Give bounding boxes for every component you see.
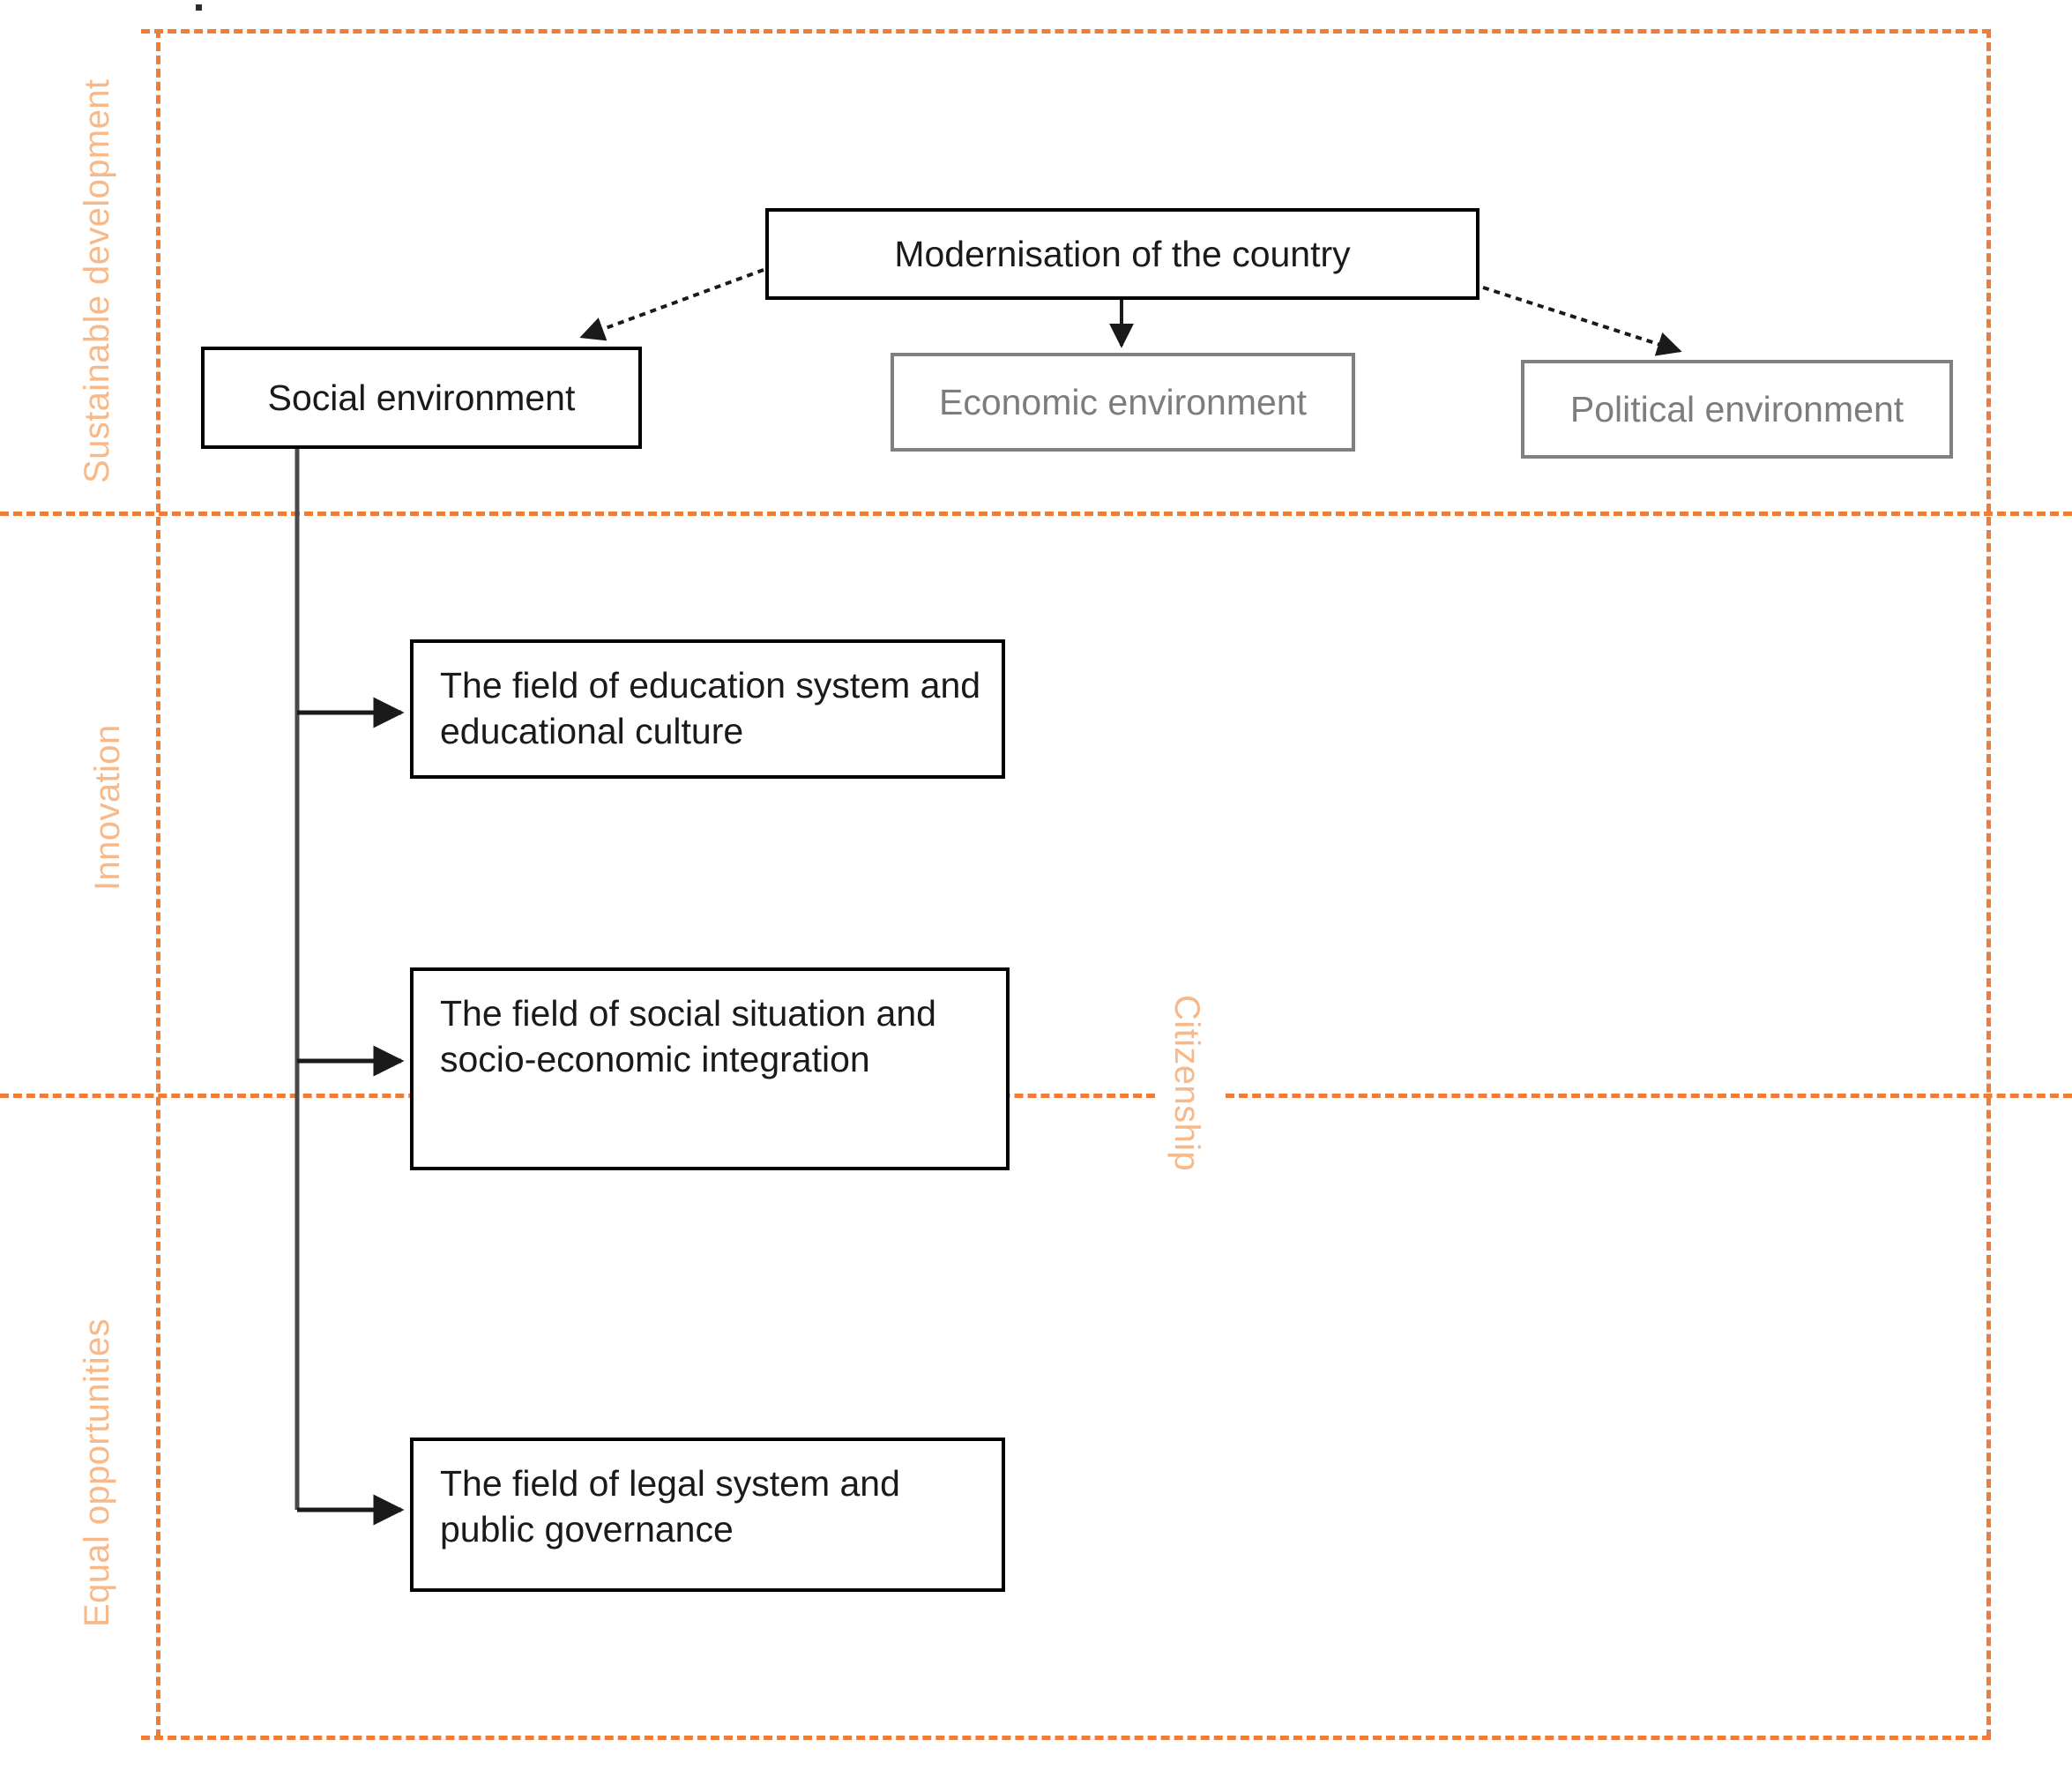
node-social-environment-label: Social environment [267, 377, 576, 418]
zone-label-sustainable-development: Sustainable development [78, 78, 116, 483]
node-field-education-label: The field of education system and educat… [440, 665, 981, 752]
node-political-environment-label: Political environment [1569, 388, 1904, 429]
zone-border-right [1986, 29, 1991, 1738]
node-field-legal[interactable]: The field of legal system and public gov… [410, 1438, 1005, 1592]
edge-modernisation-to-political-environment [1482, 286, 1682, 356]
node-economic-environment-label: Economic environment [938, 381, 1308, 422]
edge-social-environment-to-fields [294, 449, 405, 1526]
node-political-environment[interactable]: Political environment [1521, 360, 1953, 459]
zone-border-bottom [141, 1736, 1991, 1740]
zone-divider-lower-right [1226, 1094, 2072, 1098]
zone-label-innovation: Innovation [88, 724, 127, 891]
node-field-social[interactable]: The field of social situation and socio-… [410, 967, 1010, 1170]
node-field-legal-label: The field of legal system and public gov… [440, 1463, 900, 1550]
node-social-environment[interactable]: Social environment [201, 347, 642, 449]
node-field-social-label: The field of social situation and socio-… [440, 993, 936, 1080]
node-modernisation[interactable]: Modernisation of the country [765, 208, 1479, 300]
stray-dot [196, 4, 202, 11]
zone-border-top [141, 29, 1991, 34]
zone-divider-upper [0, 512, 2072, 516]
zone-border-left [156, 29, 160, 1738]
node-field-education[interactable]: The field of education system and educat… [410, 639, 1005, 779]
edge-modernisation-to-social-environment [579, 268, 764, 341]
node-economic-environment[interactable]: Economic environment [891, 353, 1355, 452]
node-modernisation-label: Modernisation of the country [894, 233, 1351, 274]
zone-label-citizenship: Citizenship [1167, 995, 1206, 1172]
zone-label-equal-opportunities: Equal opportunities [78, 1318, 116, 1627]
